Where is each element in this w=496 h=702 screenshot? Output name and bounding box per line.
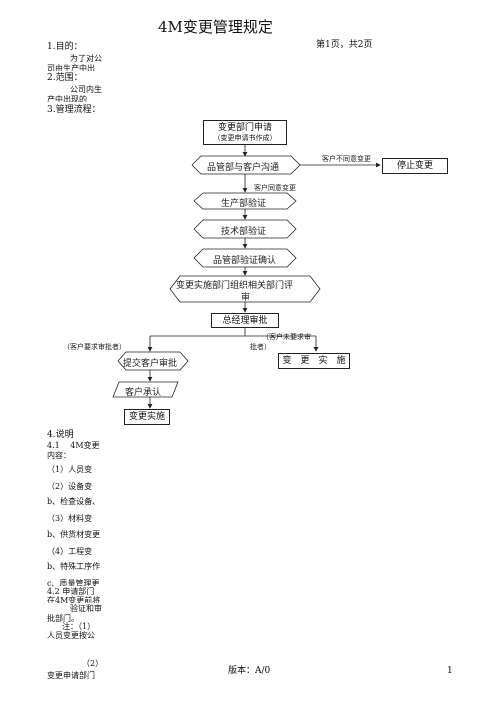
- customer-disagree-label: 客户不同意变更: [322, 155, 371, 163]
- note-person: （1）人员变: [47, 465, 93, 473]
- qa-confirm-hexagon: [193, 248, 297, 268]
- apply-box: 变更部门申请 （变更申请书作成）: [203, 120, 287, 145]
- note-process: （4）工程变: [47, 547, 93, 556]
- note-process-b: b、特殊工序作: [47, 562, 101, 571]
- note-4-2-g: （2）: [82, 659, 104, 668]
- note-equipment-b: b、检查设备、: [47, 497, 101, 506]
- section-1-text: 为了对公: [70, 54, 102, 63]
- note-4-1: 4.1 4M变更: [47, 441, 100, 450]
- section-1-text-cut: 司由生产中出: [47, 64, 95, 71]
- submit-customer-label: 提交客户审批: [123, 359, 178, 369]
- customer-not-required-label-2: 批者）: [250, 343, 271, 351]
- note-4-2-c: 验证和审: [70, 604, 102, 613]
- section-2-text-cut: 产中出现的: [47, 95, 87, 102]
- note-4-2-d: 批部门。: [47, 614, 79, 623]
- note-4-2-f: 人员变更按公: [47, 631, 95, 639]
- note-4-2-b: 在4M变更前将: [47, 596, 101, 603]
- note-4-1-b: 内容：: [47, 451, 71, 459]
- customer-required-label: （客户要求审批者）: [63, 343, 126, 351]
- production-hexagon: [193, 192, 297, 210]
- apply-label: 变更部门申请: [217, 122, 272, 133]
- footer-version: 版本：A/0: [228, 666, 271, 676]
- note-material-b: b、供货材变更: [47, 530, 101, 538]
- footer-page-number: 1: [447, 666, 453, 676]
- implement-box: 变更实施: [124, 409, 170, 425]
- implement-right-box: 变 更 实 施: [278, 353, 350, 369]
- section-2-heading: 2.范围：: [47, 73, 83, 83]
- section-3-heading: 3.管理流程：: [47, 105, 101, 115]
- apply-sublabel: （变更申请书作成）: [213, 133, 277, 142]
- note-process-c: c、质量管理更: [47, 579, 100, 586]
- submit-hexagon: [117, 351, 189, 371]
- production-verify-label: 生产部验证: [221, 199, 267, 209]
- tech-verify-label: 技术部验证: [221, 227, 267, 237]
- document-title: 4M变更管理规定: [158, 18, 273, 36]
- qa-confirm-label: 品管部验证确认: [213, 256, 277, 266]
- stop-change-box: 停止变更: [382, 158, 448, 174]
- qa-customer-hexagon: [191, 155, 301, 175]
- customer-agree-label: 客户同意变更: [254, 184, 296, 192]
- note-4-2: 4.2 申请部门: [47, 587, 95, 596]
- note-4-2-h: 变更申请部门: [47, 671, 95, 680]
- section-4-heading: 4.说明: [47, 430, 74, 440]
- page-info: 第1页，共2页: [316, 40, 373, 50]
- customer-not-required-label: （客户未要求审: [262, 333, 311, 341]
- review-hexagon: [169, 275, 321, 303]
- customer-accept-parallelogram: [112, 381, 179, 398]
- qa-customer-label: 品管部与客户沟通: [207, 163, 280, 173]
- gm-approve-box: 总经理审批: [211, 313, 279, 328]
- section-2-text: 公司内生: [70, 85, 102, 94]
- customer-accept-label: 客户承认: [125, 388, 162, 398]
- review-label: 变更实施部门组织相关部门评: [176, 281, 294, 291]
- note-material: （3）材料变: [47, 514, 93, 523]
- note-4-2-e: 注：（1）: [62, 622, 96, 631]
- note-equipment: （2）设备变: [47, 482, 93, 490]
- tech-hexagon: [193, 219, 297, 239]
- review-label-2: 审: [241, 293, 251, 303]
- section-1-heading: 1.目的：: [47, 42, 83, 52]
